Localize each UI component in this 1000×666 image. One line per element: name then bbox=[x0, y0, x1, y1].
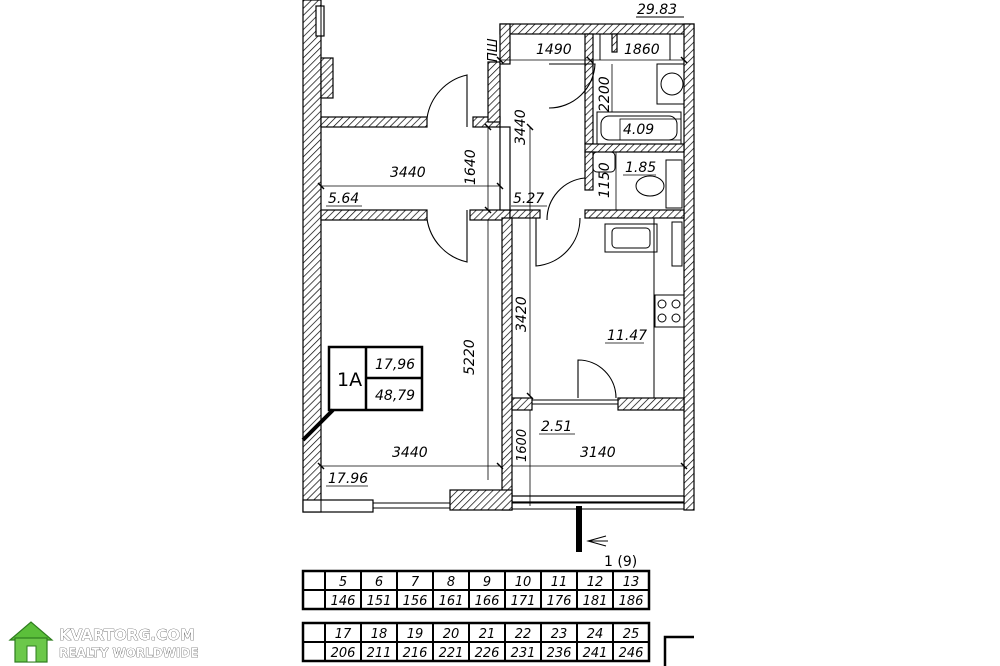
floor-number: 19 bbox=[407, 627, 424, 642]
next-plan-corner bbox=[663, 635, 694, 666]
watermark-tagline: REALTY WORLDWIDE bbox=[59, 646, 199, 660]
dim-2200: 2200 bbox=[597, 76, 613, 112]
floor-number: 11 bbox=[551, 575, 568, 590]
floor-number: 21 bbox=[479, 627, 496, 642]
watermark: KVARTORG.COM REALTY WORLDWIDE bbox=[8, 621, 199, 663]
hall-area: 5.27 bbox=[513, 191, 544, 207]
floor-number: 20 bbox=[443, 627, 460, 642]
floor-number: 12 bbox=[587, 575, 604, 590]
floor-number: 9 bbox=[483, 575, 491, 590]
floor-number: 22 bbox=[515, 627, 532, 642]
wc-sink-icon bbox=[592, 151, 616, 173]
dimension-lines bbox=[321, 59, 684, 506]
apartment-number: 236 bbox=[547, 646, 572, 661]
dim-1860: 1860 bbox=[624, 42, 660, 58]
floor-number: 25 bbox=[623, 627, 640, 642]
dim-3440-corridor: 3440 bbox=[513, 109, 529, 145]
house-icon bbox=[8, 621, 54, 663]
floor-table-1: 5 146 6 151 7 156 8 161 9 166 10 171 11 176 12 181 13 186 bbox=[301, 569, 651, 611]
apartment-number: 241 bbox=[583, 646, 608, 661]
walls bbox=[302, 0, 695, 513]
dim-3420: 3420 bbox=[514, 296, 530, 332]
apartment-number: 186 bbox=[619, 594, 644, 609]
dim-1490: 1490 bbox=[536, 42, 572, 58]
stove-icon bbox=[654, 294, 685, 328]
floor-number: 10 bbox=[515, 575, 532, 590]
dim-3440-room-top: 3440 bbox=[390, 165, 426, 181]
dim-5220: 5220 bbox=[462, 339, 478, 375]
apartment-number: 231 bbox=[511, 646, 536, 661]
apartment-number: 221 bbox=[439, 646, 464, 661]
apartment-number: 206 bbox=[331, 646, 356, 661]
fixtures bbox=[592, 63, 685, 399]
dim-3440-room-bottom: 3440 bbox=[392, 445, 428, 461]
kitchen-area: 11.47 bbox=[607, 328, 647, 344]
floor-number: 7 bbox=[411, 575, 420, 590]
entrance-label: 1 (9) bbox=[604, 554, 637, 570]
floor-number: 18 bbox=[371, 627, 388, 642]
apartment-number: 161 bbox=[439, 594, 464, 609]
plan-labels: 29.83 ПШ 1490 1860 2200 3440 3440 1640 1… bbox=[326, 2, 684, 570]
floor-number: 6 bbox=[375, 575, 383, 590]
apartment-number: 176 bbox=[547, 594, 572, 609]
total-area-label: 29.83 bbox=[637, 2, 677, 18]
floor-number: 17 bbox=[335, 627, 352, 642]
room-top-area: 5.64 bbox=[328, 191, 359, 207]
apartment-number: 166 bbox=[475, 594, 500, 609]
watermark-brand: KVARTORG.COM bbox=[59, 626, 195, 644]
dimension-ticks bbox=[317, 56, 688, 470]
entrance-marker bbox=[576, 506, 608, 552]
floor-table-2: 17 206 18 211 19 216 20 221 21 226 22 231 23 236 24 241… bbox=[301, 621, 651, 663]
apartment-tag bbox=[301, 345, 424, 442]
apartment-total-area: 48,79 bbox=[375, 388, 415, 404]
room-main-area: 17.96 bbox=[328, 471, 368, 487]
floor-number: 8 bbox=[447, 575, 455, 590]
dim-1150: 1150 bbox=[597, 162, 613, 198]
floor-number: 13 bbox=[623, 575, 640, 590]
apartment-number: 246 bbox=[619, 646, 644, 661]
apartment-living-area: 17,96 bbox=[375, 357, 415, 373]
apartment-number: 171 bbox=[511, 594, 536, 609]
apartment-number: 181 bbox=[583, 594, 608, 609]
apartment-number: 156 bbox=[403, 594, 428, 609]
toilet-icon bbox=[665, 159, 683, 209]
doors bbox=[426, 63, 617, 399]
shaft-label: ПШ bbox=[486, 38, 501, 62]
apartment-number: 211 bbox=[367, 646, 392, 661]
apartment-number: 151 bbox=[367, 594, 392, 609]
apartment-number: 146 bbox=[331, 594, 356, 609]
balcony-area: 2.51 bbox=[541, 419, 572, 435]
floor-number: 23 bbox=[551, 627, 568, 642]
dim-1600: 1600 bbox=[515, 429, 530, 462]
floor-number: 5 bbox=[339, 575, 347, 590]
floor-number: 24 bbox=[587, 627, 604, 642]
wc-area: 1.85 bbox=[625, 160, 656, 176]
apartment-number: 216 bbox=[403, 646, 428, 661]
bath-area: 4.09 bbox=[623, 122, 654, 138]
apartment-number: 226 bbox=[475, 646, 500, 661]
dim-1640: 1640 bbox=[463, 149, 479, 185]
apartment-type: 1A bbox=[337, 369, 362, 391]
kitchen-sink-icon bbox=[604, 223, 658, 253]
dim-3140: 3140 bbox=[580, 445, 616, 461]
washbasin-icon bbox=[656, 63, 685, 105]
